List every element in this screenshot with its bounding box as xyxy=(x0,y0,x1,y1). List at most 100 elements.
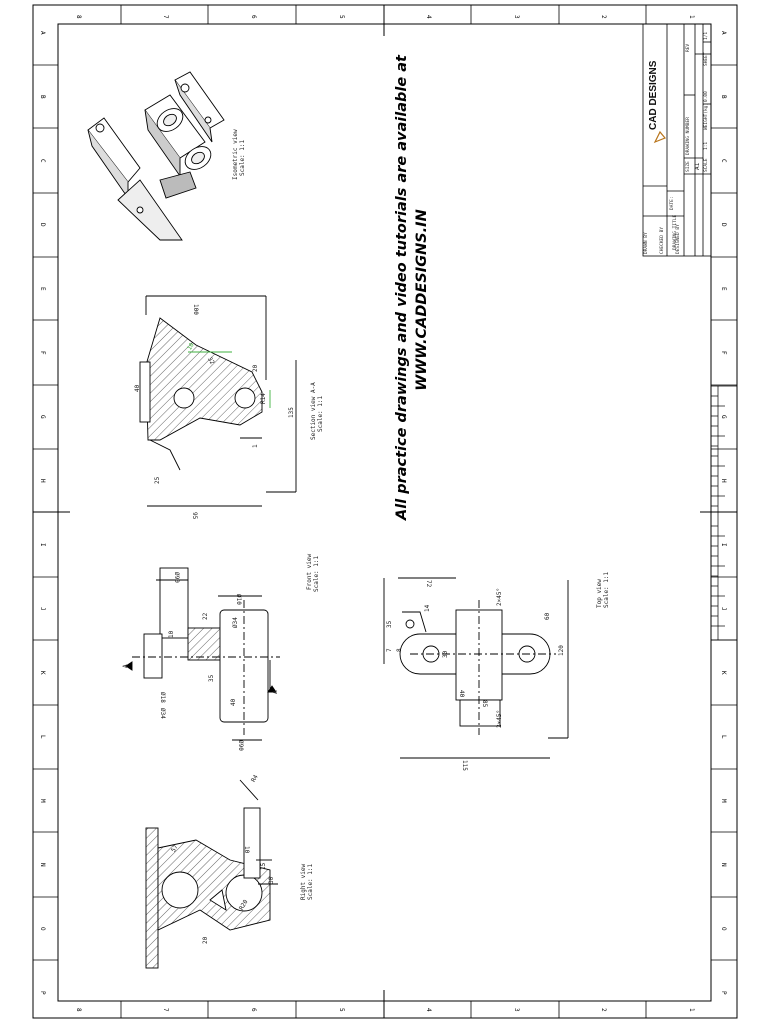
row-label-right: F xyxy=(720,351,727,355)
front-view-scale: Scale: 1:1 xyxy=(313,555,320,592)
dim-label: Ø34 xyxy=(159,708,166,719)
col-label-bottom: 8 xyxy=(75,1008,82,1012)
front-view-title: Front view xyxy=(306,553,313,590)
dim-label: 72 xyxy=(425,580,432,588)
weight-value: 0.00 xyxy=(704,91,709,102)
dim-label: Ø34 xyxy=(232,617,239,628)
dim-label: 25 xyxy=(154,476,161,484)
centering-marks xyxy=(33,5,737,1018)
row-label-left: E xyxy=(39,287,46,291)
row-label-right: K xyxy=(720,671,727,675)
dim-label: 30 xyxy=(268,876,275,884)
col-label-top: 5 xyxy=(338,15,345,19)
col-label-top: 8 xyxy=(75,15,82,19)
row-label-left: H xyxy=(39,479,46,483)
row-label-left: J xyxy=(39,607,46,611)
dim-label: R14 xyxy=(260,393,267,404)
dim-label: Ø90 xyxy=(237,740,244,751)
promo-url-link[interactable]: WWW.CADDESIGNS.IN xyxy=(414,209,430,391)
row-label-left: F xyxy=(39,351,46,355)
measuring-ruler xyxy=(711,385,737,641)
row-label-right: A xyxy=(720,31,727,35)
dim-label: 120 xyxy=(558,645,565,656)
size-value: A1 xyxy=(694,162,701,170)
sheet-label: SHEET xyxy=(704,52,709,66)
promo-line-1: All practice drawings and video tutorial… xyxy=(394,55,410,520)
outer-frame xyxy=(32,4,738,1019)
dim-label: 10 xyxy=(243,846,250,854)
row-label-right: O xyxy=(720,927,727,931)
col-label-top: 7 xyxy=(162,15,169,19)
dim-label: 14 xyxy=(424,604,431,612)
dim-label: 2×45° xyxy=(496,709,503,728)
col-label-top: 4 xyxy=(425,15,432,19)
isometric-view-title: Isometric view xyxy=(232,129,239,180)
front-view xyxy=(125,567,280,741)
dim-label: 95 xyxy=(191,512,198,520)
row-label-left: L xyxy=(39,735,46,739)
row-label-left: K xyxy=(39,671,46,675)
dim-label: 135 xyxy=(288,407,295,418)
isometric-view-scale: Scale: 1:1 xyxy=(239,139,246,176)
dim-label: 40 xyxy=(134,384,141,392)
row-label-right: G xyxy=(720,415,727,419)
col-label-top: 1 xyxy=(688,15,695,19)
row-label-right: J xyxy=(720,607,727,611)
col-label-bottom: 1 xyxy=(688,1008,695,1012)
date-label: DATE: xyxy=(670,196,675,210)
row-label-right: H xyxy=(720,479,727,483)
row-label-left: O xyxy=(39,927,46,931)
dim-label: Ø18 xyxy=(159,692,166,703)
top-view-title: Top view xyxy=(596,579,603,608)
scale-value: 1:1 xyxy=(704,141,709,150)
weight-label: WEIGHT(kg) xyxy=(704,102,709,130)
dim-label: Ø10 xyxy=(235,594,242,605)
dim-label: 115 xyxy=(461,760,468,771)
top-view-scale: Scale: 1:1 xyxy=(603,571,610,608)
row-label-left: A xyxy=(39,31,46,35)
row-label-right: P xyxy=(720,991,727,995)
col-label-top: 6 xyxy=(250,15,257,19)
row-label-left: B xyxy=(39,95,46,99)
company-logo-text: CAD DESIGNS xyxy=(648,60,659,130)
dim-label: 20 xyxy=(252,364,259,372)
row-label-left: C xyxy=(39,159,46,163)
section-view-title: Section view A-A xyxy=(310,382,317,440)
row-label-right: M xyxy=(720,799,727,803)
dim-label: 30 xyxy=(442,650,449,658)
row-label-left: N xyxy=(39,863,46,867)
dim-label: 8 xyxy=(396,648,403,652)
row-label-left: M xyxy=(39,799,46,803)
section-view xyxy=(139,295,297,507)
col-label-bottom: 5 xyxy=(338,1008,345,1012)
row-label-right: N xyxy=(720,863,727,867)
dim-label: 20 xyxy=(202,936,209,944)
section-marker-label: A xyxy=(272,690,279,694)
section-view-scale: Scale: 1:1 xyxy=(317,395,324,432)
dim-label: 2×45° xyxy=(496,587,503,606)
title-block xyxy=(642,23,712,257)
promo-text: All practice drawings and video tutorial… xyxy=(392,55,432,520)
row-label-left: D xyxy=(39,223,46,227)
row-label-left: P xyxy=(39,991,46,995)
row-label-left: G xyxy=(39,415,46,419)
isometric-view xyxy=(87,71,225,241)
dim-label: 100 xyxy=(192,304,199,315)
col-label-top: 3 xyxy=(513,15,520,19)
col-label-bottom: 2 xyxy=(600,1008,607,1012)
size-label: SIZE xyxy=(686,161,691,172)
col-label-bottom: 6 xyxy=(250,1008,257,1012)
col-label-top: 2 xyxy=(600,15,607,19)
sheet-value: 1/1 xyxy=(704,31,709,40)
row-label-right: C xyxy=(720,159,727,163)
dim-label: 15 xyxy=(260,862,267,870)
row-label-right: B xyxy=(720,95,727,99)
col-label-bottom: 7 xyxy=(162,1008,169,1012)
dim-label: 22 xyxy=(202,612,209,620)
dim-label: Ø90 xyxy=(173,572,180,583)
dim-label: 35 xyxy=(208,674,215,682)
checked-by-label: CHECKED BY xyxy=(660,226,665,254)
designed-by-label: DESIGNED BY xyxy=(676,224,681,254)
dim-label: 1 xyxy=(252,444,259,448)
